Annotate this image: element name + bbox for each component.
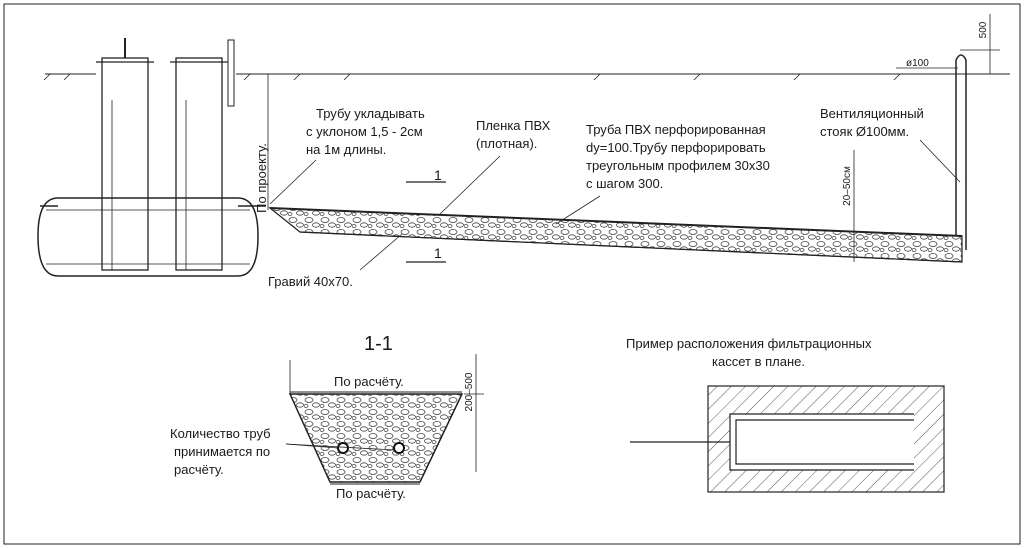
- pipe-note-2: dy=100.Трубу перфорировать: [586, 140, 766, 155]
- vent-label-2: стояк Ø100мм.: [820, 124, 909, 139]
- septic-tank: [37, 38, 266, 277]
- slope-note-3: на 1м длины.: [306, 142, 386, 157]
- section-title: 1-1: [364, 333, 393, 355]
- pipe-note-4: с шагом 300.: [586, 176, 663, 191]
- gravel-label: Гравий 40х70.: [268, 274, 353, 289]
- vent-label-1: Вентиляционный: [820, 106, 924, 121]
- pipes-note-2: принимается по: [174, 444, 270, 459]
- leader-lines: [269, 139, 961, 271]
- plan-title-1: Пример расположения фильтрационных: [626, 336, 872, 351]
- depth-range-label: 20–50см: [842, 166, 853, 206]
- pipe-note-3: треугольным профилем 30х30: [586, 158, 770, 173]
- depth-label: По проекту.: [254, 143, 269, 213]
- section-mark-top: 1: [434, 167, 442, 183]
- dimension-lines: [267, 14, 1000, 263]
- height-500-label: 500: [978, 21, 989, 38]
- film-label-1: Пленка ПВХ: [476, 118, 551, 133]
- film-label-2: (плотная).: [476, 136, 537, 151]
- vent-riser: [896, 54, 967, 250]
- cassette-plan: [630, 385, 945, 493]
- section-1-1: [285, 354, 484, 485]
- slope-note-2: с уклоном 1,5 - 2см: [306, 124, 423, 139]
- slope-note-1: Трубу укладывать: [316, 106, 425, 121]
- section-height-label: 200–500: [464, 372, 475, 411]
- section-mark-bottom: 1: [434, 245, 442, 261]
- calc-top-label: По расчёту.: [334, 374, 404, 389]
- pipes-note-1: Количество труб: [170, 426, 271, 441]
- ground-line: [43, 73, 1010, 81]
- diameter-label: ø100: [906, 58, 929, 69]
- frame: [3, 3, 1021, 545]
- pipe-note-1: Труба ПВХ перфорированная: [586, 122, 766, 137]
- pipes-note-3: расчёту.: [174, 462, 224, 477]
- gravel-trench: [268, 207, 963, 263]
- plan-title-2: кассет в плане.: [712, 354, 805, 369]
- calc-bottom-label: По расчёту.: [336, 486, 406, 501]
